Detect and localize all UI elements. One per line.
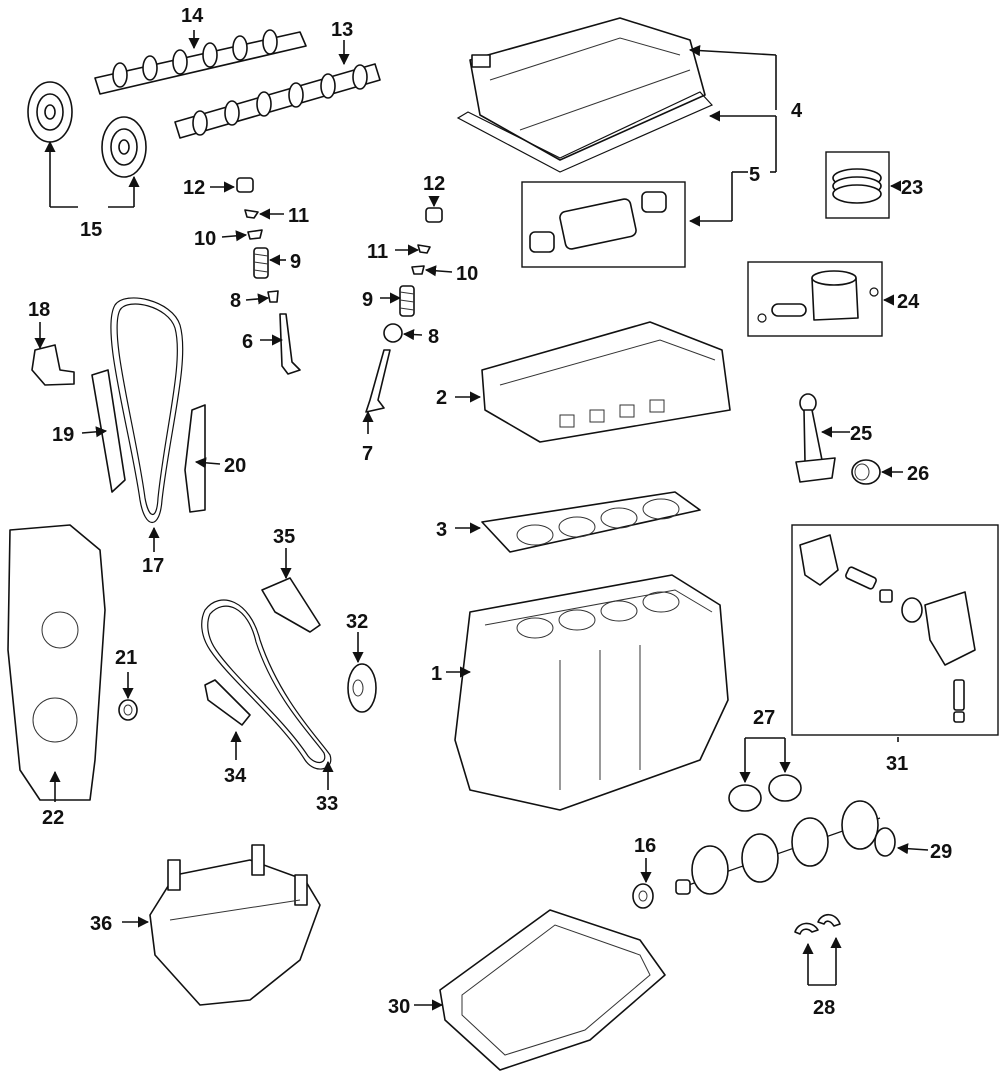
timing-chain-guide[interactable] [91, 369, 126, 493]
main-bearing-upper[interactable] [728, 784, 762, 812]
connecting-rod[interactable] [795, 393, 836, 483]
callout-34: 34 [224, 765, 247, 787]
timing-cover[interactable] [7, 524, 106, 801]
camshaft-sprocket-exhaust[interactable] [101, 116, 147, 178]
callout-33: 33 [316, 793, 338, 815]
callout-19: 19 [52, 424, 74, 446]
balance-shaft-housing[interactable] [149, 844, 321, 1006]
oil-pump-chain-tensioner[interactable] [261, 577, 321, 633]
callout-1: 1 [431, 663, 442, 685]
oil-pump-assembly[interactable] [799, 534, 976, 723]
callout-27: 27 [753, 707, 775, 729]
main-bearing-lower[interactable] [768, 774, 802, 802]
callout-28: 28 [813, 997, 835, 1019]
timing-chain-tensioner-arm[interactable] [184, 404, 206, 513]
callout-16: 16 [634, 835, 656, 857]
callout-29: 29 [930, 841, 952, 863]
callout-22: 22 [42, 807, 64, 829]
spark-plug-tube-seals[interactable] [529, 191, 667, 253]
chain-tensioner[interactable] [31, 344, 75, 386]
callout-36: 36 [90, 913, 112, 935]
callout-labels: 14 13 4 5 23 15 12 11 10 9 8 6 12 11 10 … [28, 5, 952, 1019]
callout-5: 5 [749, 164, 760, 186]
head-gasket[interactable] [481, 491, 701, 553]
gasket-kit-box [521, 181, 686, 268]
intake-valve[interactable] [279, 313, 301, 375]
callout-20: 20 [224, 455, 246, 477]
callout-10-right: 10 [456, 263, 478, 285]
valve-lifter-right[interactable] [425, 207, 443, 223]
piston-rings-box [825, 151, 890, 219]
callout-3: 3 [436, 519, 447, 541]
connecting-rod-bearing[interactable] [851, 459, 881, 485]
callout-11-left: 11 [288, 205, 309, 227]
callout-18: 18 [28, 299, 50, 321]
valve-key-right[interactable] [417, 244, 431, 254]
crankshaft-sprocket[interactable] [632, 883, 654, 909]
callout-31: 31 [886, 753, 908, 775]
spring-retainer-left[interactable] [247, 229, 263, 240]
crankshaft-front-seal[interactable] [118, 699, 138, 721]
piston[interactable] [757, 270, 879, 323]
piston-ring-set[interactable] [832, 168, 882, 204]
callout-10-left: 10 [194, 228, 216, 250]
callout-9-right: 9 [362, 289, 373, 311]
crankshaft[interactable] [675, 800, 896, 895]
callout-9-left: 9 [290, 251, 301, 273]
callout-8-right: 8 [428, 326, 439, 348]
exhaust-valve[interactable] [365, 349, 391, 413]
valve-cover-gasket[interactable] [456, 91, 714, 173]
callout-17: 17 [142, 555, 164, 577]
callout-2: 2 [436, 387, 447, 409]
cylinder-head[interactable] [481, 321, 731, 443]
callout-13: 13 [331, 19, 353, 41]
valve-cover[interactable] [469, 17, 706, 161]
valve-spring-right[interactable] [399, 285, 415, 317]
thrust-washers[interactable] [794, 913, 841, 935]
callout-12-left: 12 [183, 177, 205, 199]
oil-pump-chain-guide[interactable] [204, 679, 251, 726]
callout-6: 6 [242, 331, 253, 353]
callout-25: 25 [850, 423, 872, 445]
valve-spring-left[interactable] [253, 247, 269, 279]
callout-23: 23 [901, 177, 923, 199]
oil-pump-box [791, 524, 999, 736]
callout-26: 26 [907, 463, 929, 485]
callout-24: 24 [897, 291, 920, 313]
spring-retainer-right[interactable] [411, 265, 425, 275]
exhaust-camshaft[interactable] [174, 63, 381, 139]
callout-8-left: 8 [230, 290, 241, 312]
valve-key-left[interactable] [244, 209, 259, 219]
callout-7: 7 [362, 443, 373, 465]
leader-lines [34, 30, 929, 1011]
intake-camshaft[interactable] [94, 29, 307, 95]
callout-15: 15 [80, 219, 102, 241]
valve-lifter-left[interactable] [236, 177, 254, 193]
camshaft-sprocket-intake[interactable] [27, 81, 73, 143]
oil-pan[interactable] [439, 909, 666, 1071]
callout-35: 35 [273, 526, 295, 548]
callout-4: 4 [791, 100, 803, 122]
callout-12-right: 12 [423, 173, 445, 195]
piston-box [747, 261, 883, 337]
callout-32: 32 [346, 611, 368, 633]
cylinder-block[interactable] [454, 574, 729, 811]
callout-14: 14 [181, 5, 204, 27]
timing-chain[interactable] [110, 297, 184, 523]
callout-21: 21 [115, 647, 137, 669]
valve-seal-right[interactable] [383, 323, 403, 343]
callout-11-right: 11 [367, 241, 388, 263]
oil-pump-sprocket[interactable] [347, 663, 377, 713]
valve-seal-left[interactable] [267, 290, 279, 303]
callout-30: 30 [388, 996, 410, 1018]
